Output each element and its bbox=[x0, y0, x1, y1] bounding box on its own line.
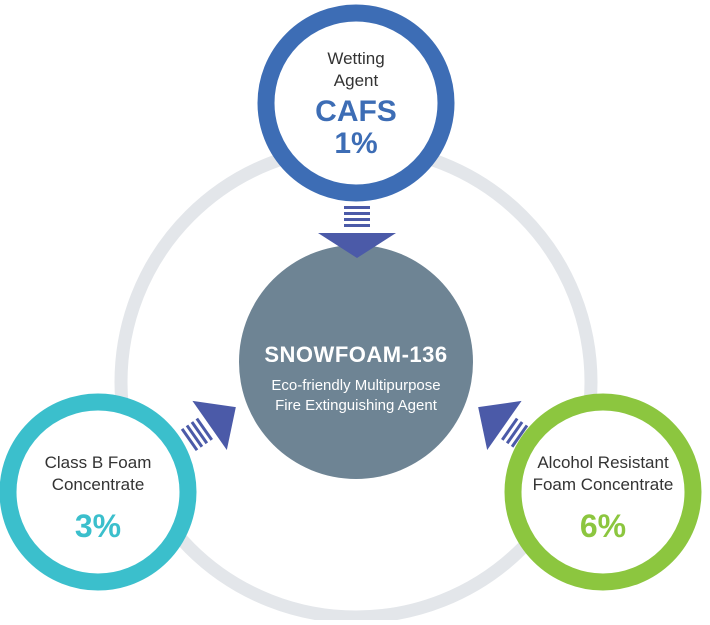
arrow-top-icon bbox=[318, 206, 396, 258]
node-left-text: Class B Foam Concentrate 3% bbox=[18, 452, 178, 544]
center-subtitle-line2: Fire Extinguishing Agent bbox=[275, 397, 437, 414]
node-top-title: CAFS bbox=[315, 95, 397, 128]
arrow-left-icon bbox=[180, 400, 236, 452]
node-top-circle bbox=[257, 4, 455, 202]
node-top-value: 1% bbox=[334, 127, 378, 160]
node-top-label-line1: Wetting bbox=[327, 49, 385, 68]
node-left-label-line1: Class B Foam bbox=[44, 453, 152, 472]
node-left-circle bbox=[0, 393, 197, 591]
center-subtitle-line1: Eco-friendly Multipurpose bbox=[271, 377, 441, 394]
node-left-label-line2: Concentrate bbox=[51, 475, 145, 494]
center-text: SNOWFOAM-136 Eco-friendly Multipurpose F… bbox=[246, 342, 466, 416]
node-right-circle bbox=[504, 393, 702, 591]
node-top-text: Wetting Agent CAFS 1% bbox=[276, 48, 436, 160]
node-right-label-line2: Foam Concentrate bbox=[532, 475, 674, 494]
node-top-label-line2: Agent bbox=[333, 71, 379, 90]
center-title: SNOWFOAM-136 bbox=[264, 342, 448, 367]
node-right-label-line1: Alcohol Resistant bbox=[537, 453, 669, 472]
node-right-text: Alcohol Resistant Foam Concentrate 6% bbox=[518, 452, 688, 544]
node-right-value: 6% bbox=[579, 508, 627, 544]
center-circle bbox=[239, 245, 473, 479]
node-left-value: 3% bbox=[74, 508, 122, 544]
